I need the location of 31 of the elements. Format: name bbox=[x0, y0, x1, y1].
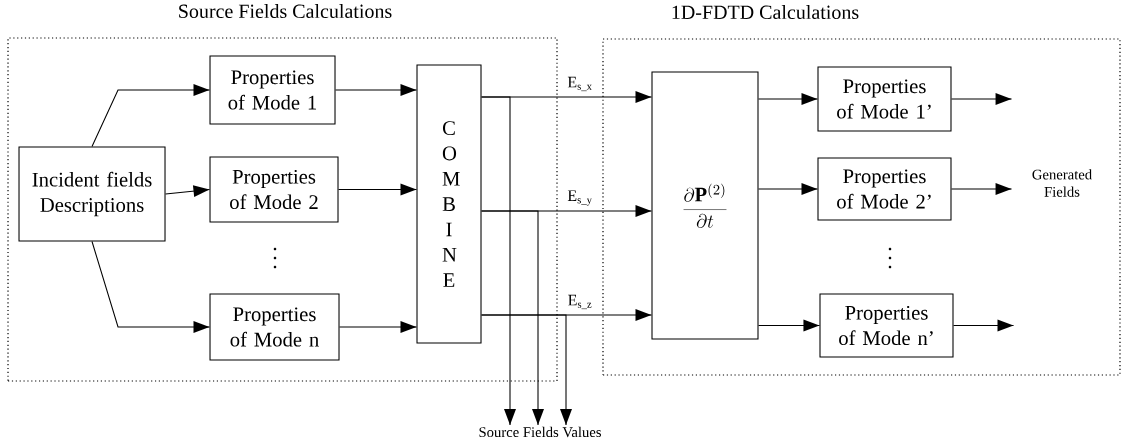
arrow bbox=[951, 93, 1013, 105]
arrow bbox=[481, 210, 544, 426]
side-label: Generated Fields bbox=[1032, 169, 1092, 197]
arrow bbox=[953, 319, 1015, 332]
combine-box: C O M B I N E bbox=[416, 64, 482, 344]
arrow bbox=[758, 319, 820, 332]
edge-label: E$_{s_y}$ bbox=[566, 189, 594, 207]
arrow bbox=[335, 84, 417, 96]
process-box: Properties of Mode n’ bbox=[819, 293, 954, 358]
arrow bbox=[481, 314, 572, 426]
arrow bbox=[758, 93, 818, 105]
arrow bbox=[165, 185, 210, 198]
process-box: Properties of Mode 1’ bbox=[817, 66, 952, 132]
output-label: Source Fields Values bbox=[479, 426, 601, 438]
formula-box: $\frac{\partial \mathbf{P}^{(2)}}{\partial t}$ bbox=[651, 71, 759, 340]
arrow bbox=[481, 96, 516, 426]
process-box: Properties of Mode 1 bbox=[209, 55, 336, 125]
edge-label: E$_{s_z}$ bbox=[566, 293, 594, 311]
panel-title: 1D-FDTD Calculations bbox=[672, 5, 859, 20]
arrow bbox=[951, 183, 1013, 195]
process-box: Incident fields Descriptions bbox=[18, 146, 166, 242]
edge-label: E$_{s_x}$ bbox=[566, 75, 594, 93]
arrow bbox=[758, 183, 818, 195]
process-box: Properties of Mode 2’ bbox=[817, 157, 952, 221]
arrow bbox=[338, 183, 417, 196]
arrow bbox=[91, 84, 210, 147]
arrow bbox=[91, 241, 210, 333]
process-box: Properties of Mode 2 bbox=[209, 156, 339, 223]
process-box: Properties of Mode n bbox=[209, 293, 340, 361]
panel-title: Source Fields Calculations bbox=[179, 4, 392, 19]
arrow bbox=[339, 321, 417, 333]
